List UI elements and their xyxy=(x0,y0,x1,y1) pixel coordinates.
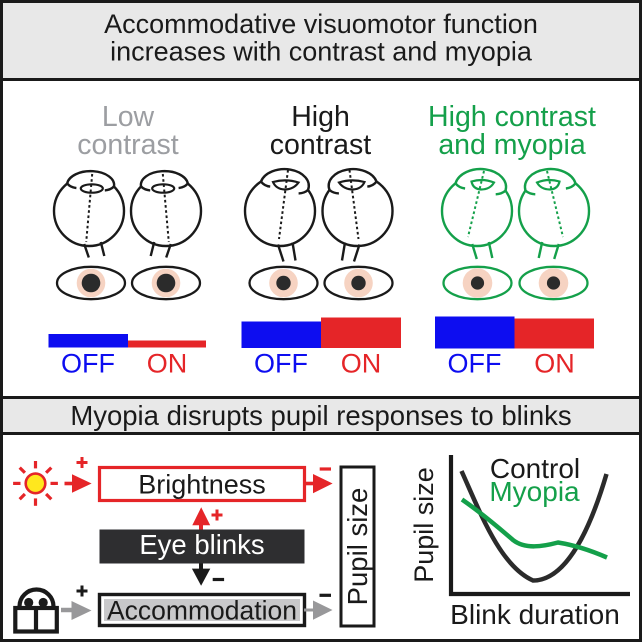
svg-text:Blink duration: Blink duration xyxy=(450,599,620,630)
svg-text:Control: Control xyxy=(490,453,580,484)
svg-text:contrast: contrast xyxy=(77,129,178,161)
svg-text:Myopia: Myopia xyxy=(489,476,580,507)
svg-text:Pupil size: Pupil size xyxy=(409,467,439,583)
svg-text:Myopia disrupts pupil response: Myopia disrupts pupil responses to blink… xyxy=(70,400,571,431)
svg-text:OFF: OFF xyxy=(61,349,115,379)
svg-text:Accommodation: Accommodation xyxy=(107,596,297,626)
svg-text:ON: ON xyxy=(147,349,188,379)
svg-text:and myopia: and myopia xyxy=(438,129,585,161)
svg-text:Accommodative visuomotor funct: Accommodative visuomotor function xyxy=(104,9,538,39)
svg-text:OFF: OFF xyxy=(254,349,308,379)
svg-text:Pupil size: Pupil size xyxy=(342,488,373,606)
svg-text:High contrast: High contrast xyxy=(428,101,596,133)
svg-text:Brightness: Brightness xyxy=(138,470,266,500)
svg-text:High: High xyxy=(291,101,350,133)
svg-text:OFF: OFF xyxy=(448,349,502,379)
svg-text:ON: ON xyxy=(534,349,575,379)
svg-text:Eye blinks: Eye blinks xyxy=(139,529,264,560)
svg-text:contrast: contrast xyxy=(270,129,371,161)
svg-text:Low: Low xyxy=(102,101,155,133)
svg-text:increases with contrast and my: increases with contrast and myopia xyxy=(110,37,533,67)
svg-text:ON: ON xyxy=(341,349,382,379)
